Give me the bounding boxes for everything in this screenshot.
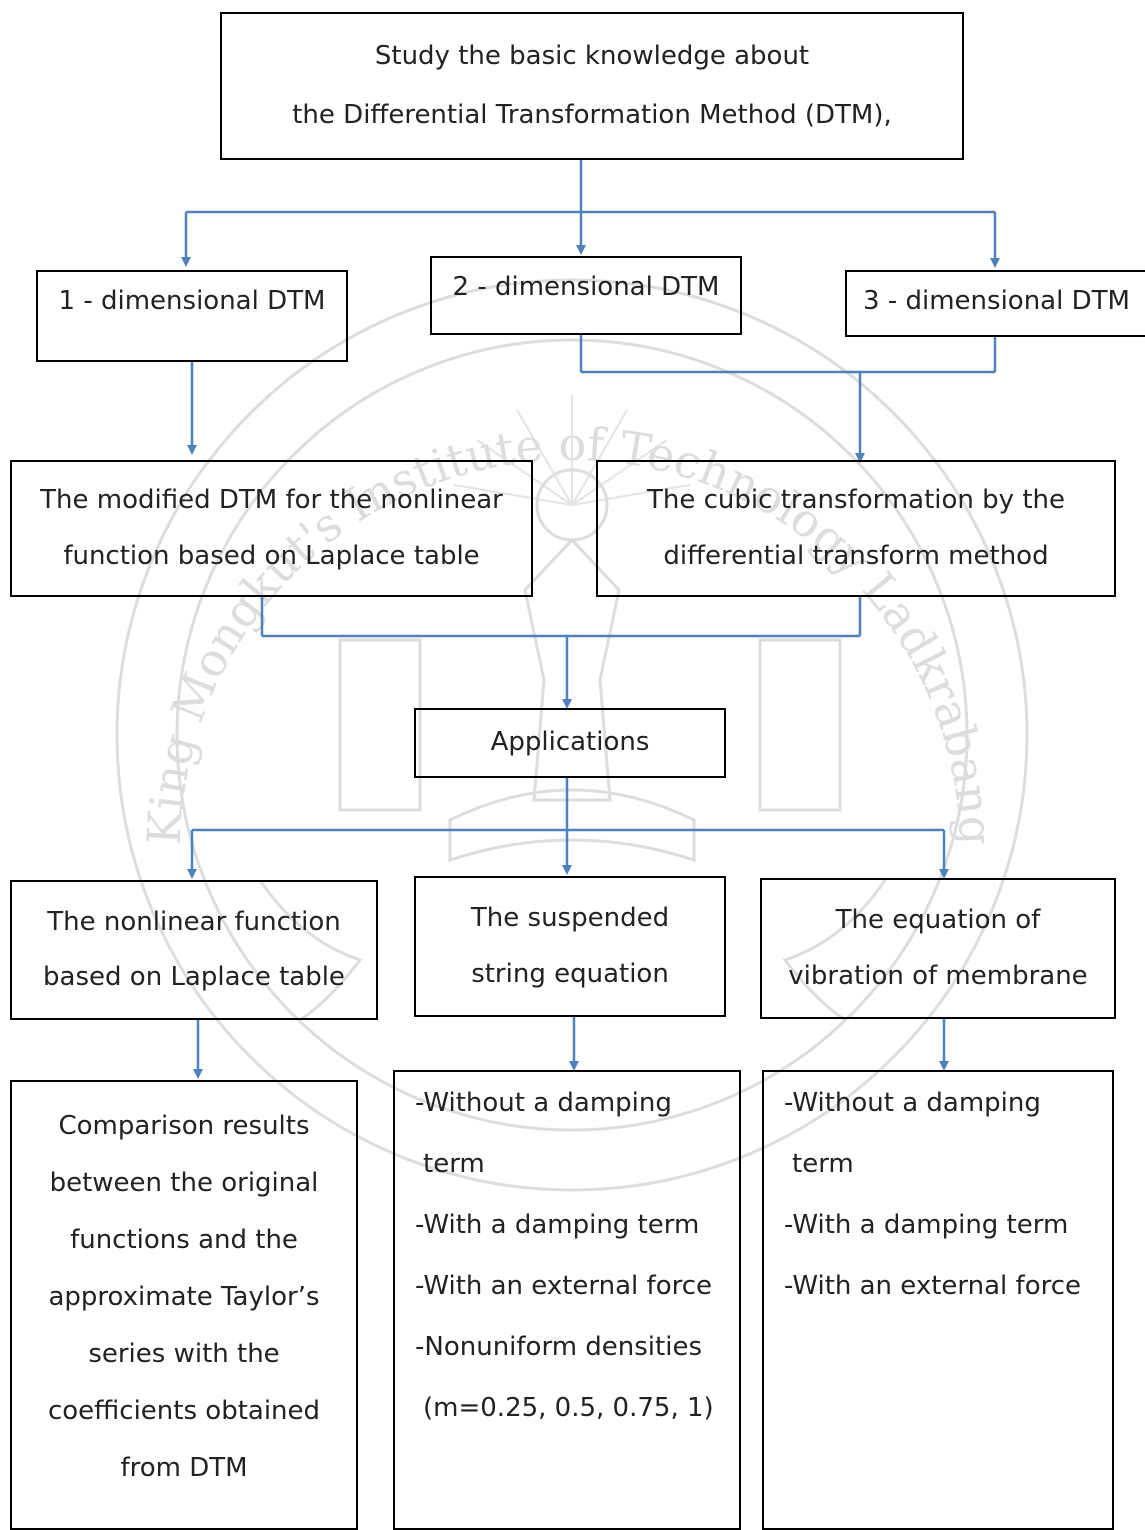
string-case-item: -Nonuniform densities	[415, 1332, 702, 1362]
membrane-case-item: -With an external force	[784, 1271, 1082, 1301]
box-applications: Applications	[414, 708, 726, 778]
membrane-case-item: -Without a damping	[784, 1088, 1041, 1118]
top-box-line-1: Study the basic knowledge about	[374, 40, 810, 71]
box-nonlinear-function: The nonlinear function based on Laplace …	[10, 880, 378, 1020]
box-vibration-membrane: The equation of vibration of membrane	[760, 878, 1116, 1019]
comparison-line: from DTM	[120, 1453, 248, 1483]
box-1d-dtm: 1 - dimensional DTM	[36, 270, 348, 362]
membrane-case-item: -With a damping term	[784, 1210, 1069, 1240]
string-case-item: term	[423, 1149, 485, 1179]
string-case-item: (m=0.25, 0.5, 0.75, 1)	[423, 1393, 714, 1423]
box-membrane-cases: -Without a damping term -With a damping …	[762, 1070, 1114, 1530]
box-modified-line-1: The modified DTM for the nonlinear	[40, 485, 503, 516]
box-2d-dtm-label: 2 - dimensional DTM	[452, 272, 720, 302]
comparison-line: functions and the	[70, 1225, 298, 1255]
string-case-item: -With a damping term	[415, 1210, 700, 1240]
box-suspended-line-2: string equation	[471, 958, 669, 989]
box-3d-dtm: 3 - dimensional DTM	[845, 270, 1145, 337]
top-box-line-2: the Differential Transformation Method (…	[292, 100, 892, 130]
comparison-line: coefficients obtained	[47, 1396, 321, 1426]
comparison-line: Comparison results	[58, 1111, 310, 1141]
comparison-line: between the original	[49, 1168, 319, 1198]
membrane-case-item: term	[792, 1149, 854, 1179]
box-modified-dtm: The modified DTM for the nonlinear funct…	[10, 460, 533, 597]
box-membrane-line-1: The equation of	[835, 905, 1041, 936]
string-case-item: -Without a damping	[415, 1088, 672, 1118]
box-nonlinear-line-2: based on Laplace table	[43, 962, 345, 992]
box-3d-dtm-label: 3 - dimensional DTM	[863, 286, 1130, 316]
box-modified-line-2: function based on Laplace table	[63, 540, 480, 571]
comparison-line: approximate Taylor’s	[48, 1282, 320, 1312]
top-box: Study the basic knowledge about the Diff…	[220, 12, 964, 160]
box-2d-dtm: 2 - dimensional DTM	[430, 256, 742, 335]
box-comparison-results: Comparison results between the original …	[10, 1080, 358, 1530]
box-1d-dtm-label: 1 - dimensional DTM	[58, 286, 326, 316]
box-applications-label: Applications	[490, 727, 650, 758]
comparison-line: series with the	[88, 1339, 280, 1369]
box-suspended-line-1: The suspended	[470, 903, 670, 934]
box-string-cases: -Without a damping term -With a damping …	[393, 1070, 741, 1530]
box-suspended-string: The suspended string equation	[414, 876, 726, 1017]
string-case-item: -With an external force	[415, 1271, 713, 1301]
box-cubic-line-1: The cubic transformation by the	[647, 485, 1065, 516]
box-nonlinear-line-1: The nonlinear function	[47, 906, 341, 937]
box-cubic-transformation: The cubic transformation by the differen…	[596, 460, 1116, 597]
box-cubic-line-2: differential transform method	[663, 540, 1049, 571]
box-membrane-line-2: vibration of membrane	[788, 960, 1088, 991]
